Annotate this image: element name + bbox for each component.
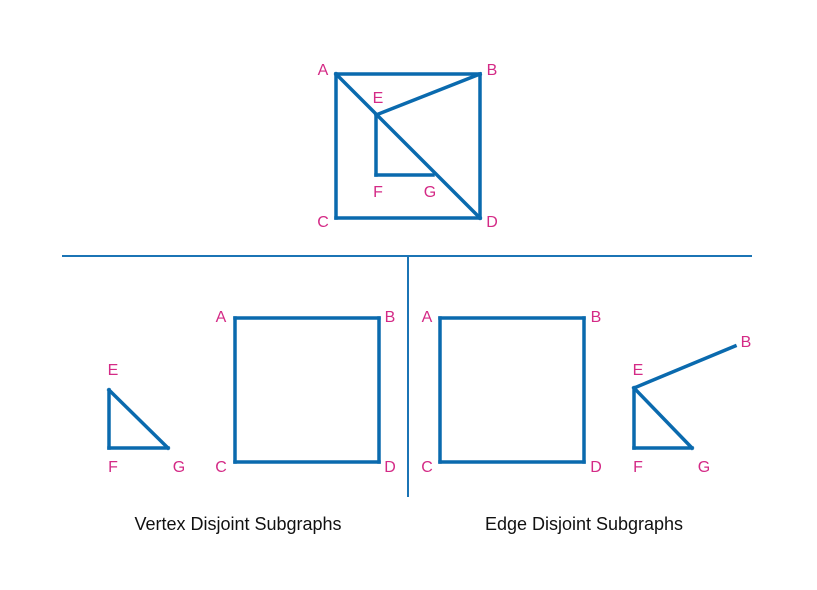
vertex-label-c: C (215, 459, 227, 476)
vertex-label-g: G (424, 184, 436, 201)
vertex-label-b: B (487, 62, 498, 79)
vertex-label-a: A (422, 309, 433, 326)
edge-a-d (333, 71, 483, 221)
vertex-label-e: E (108, 362, 119, 379)
vertex-label-g: G (173, 459, 185, 476)
edge-e-b (373, 71, 483, 118)
vertex-label-b: B (385, 309, 396, 326)
vertex-label-g: G (698, 459, 710, 476)
vertex-label-f: F (108, 459, 118, 476)
original-graph: A B C D E F G (317, 62, 498, 231)
vertex-label-e: E (373, 90, 384, 107)
vertex-disjoint-caption: Vertex Disjoint Subgraphs (134, 514, 341, 534)
vertex-label-a: A (216, 309, 227, 326)
vertex-label-d: D (590, 459, 602, 476)
vertex-label-d: D (486, 214, 498, 231)
edge-e-b2 (631, 343, 738, 391)
edge-disjoint-caption: Edge Disjoint Subgraphs (485, 514, 683, 534)
edge-disjoint-panel: A B C D B E F G (421, 309, 751, 476)
vertex-label-c: C (421, 459, 433, 476)
vertex-label-f: F (373, 184, 383, 201)
vertex-label-c: C (317, 214, 329, 231)
vertex-label-a: A (318, 62, 329, 79)
edge-g-e (631, 385, 695, 451)
edge-g-e (106, 387, 171, 451)
vertex-disjoint-panel: A B C D E F G (106, 309, 396, 476)
vertex-label-b2: B (741, 334, 752, 351)
vertex-label-d: D (384, 459, 396, 476)
vertex-label-f: F (633, 459, 643, 476)
vertex-label-e: E (633, 362, 644, 379)
vertex-label-b: B (591, 309, 602, 326)
